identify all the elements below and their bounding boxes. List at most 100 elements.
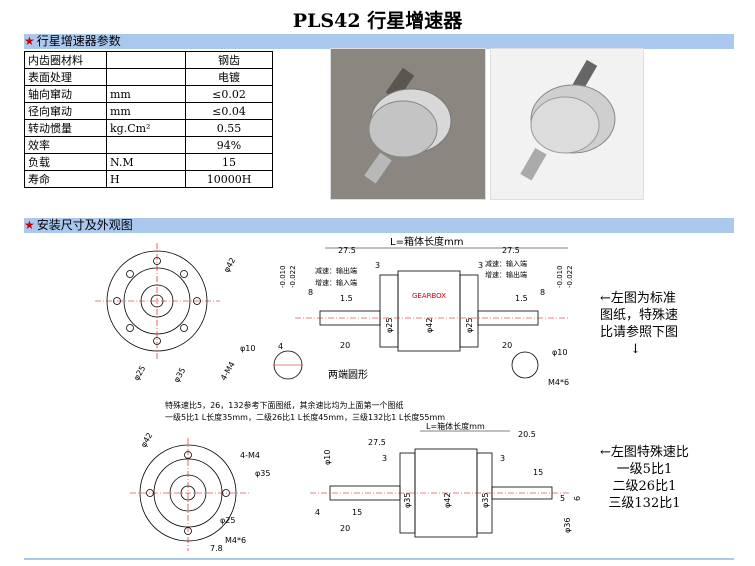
param-unit: mm [106, 85, 186, 103]
dim-phi36-bottom: φ36 [563, 518, 572, 533]
note-special: ←左图特殊速比 一级5比1 二级26比1 三级132比1 [600, 444, 689, 512]
dim-m4-bottom: 4-M4 [240, 451, 260, 460]
param-name: 表面处理 [24, 68, 107, 86]
dim-3-right: 3 [478, 261, 483, 270]
param-value: 钢齿 [185, 51, 273, 69]
dim-phi35-front: φ35 [172, 366, 188, 384]
dim-tol-right: -0.010 [556, 265, 564, 288]
both-round-label: 两端圆形 [328, 368, 368, 381]
section-dimensions-label: 安装尺寸及外观图 [36, 218, 133, 232]
star-icon: ★ [24, 218, 35, 232]
dim-length-top: L=箱体长度mm [390, 235, 463, 248]
param-unit [106, 68, 186, 86]
dim-phi25-side-left: φ25 [385, 318, 394, 333]
param-name: 径向窜动 [24, 102, 107, 120]
dim-phi10-right: φ10 [552, 348, 567, 357]
note-standard-line: 比请参照下图 [600, 325, 679, 340]
dim-phi42-bottom: φ42 [139, 431, 155, 449]
dimension-drawing: φ42 φ10 4-M4 φ25 φ35 两端圆形 4 GEARBOX L=箱体… [95, 235, 582, 553]
param-value: 15 [185, 153, 273, 171]
param-value: 94% [185, 136, 273, 154]
dim-1-5-left: 1.5 [340, 294, 353, 303]
section-params-label: 行星增速器参数 [36, 34, 121, 48]
dim-1-5-right: 1.5 [515, 294, 528, 303]
dim-20-right: 20 [502, 341, 512, 350]
param-name: 负载 [24, 153, 107, 171]
note-special-line: 一级5比1 [616, 462, 673, 477]
dim-6-bottom: 6 [573, 496, 582, 501]
param-unit: kg.Cm² [106, 119, 186, 137]
dim-phi10-tol-left: -0.022 [289, 265, 297, 288]
param-value: ≤0.04 [185, 102, 273, 120]
dim-15-bottom: 15 [533, 468, 543, 477]
dim-3-left: 3 [375, 261, 380, 270]
section-dimensions-header: ★安装尺寸及外观图 [24, 218, 734, 233]
note-special-line: 二级26比1 [612, 479, 677, 494]
param-name: 寿命 [24, 170, 107, 188]
param-name: 效率 [24, 136, 107, 154]
param-value: ≤0.02 [185, 85, 273, 103]
special-ratio-lengths: 一级5比1 L长度35mm，二级26比1 L长度45mm，三级132比1 L长度… [165, 412, 445, 422]
dim-phi35-side-bottom-2: φ35 [481, 493, 490, 508]
dim-phi35-bottom: φ35 [255, 469, 270, 478]
note-special-line: 三级132比1 [608, 496, 681, 511]
dim-20-bottom: 20 [340, 524, 350, 533]
reduce-in-label: 减速：输入端 [485, 259, 527, 268]
dim-phi42-front: φ42 [222, 256, 238, 274]
param-unit [106, 51, 186, 69]
dim-8-right: 8 [540, 288, 545, 297]
param-name: 轴向窜动 [24, 85, 107, 103]
dim-3-bottom-left: 3 [382, 454, 387, 463]
reduce-out-label: 减速：输出端 [315, 266, 357, 275]
note-standard: ←左图为标准 图纸，特殊速 比请参照下图 ↓ [600, 290, 678, 358]
page-title: PLS42 行星增速器 [292, 10, 463, 32]
dim-phi25-side-right: φ25 [465, 318, 474, 333]
increase-out-label: 增速：输出端 [485, 270, 527, 279]
param-value: 0.55 [185, 119, 273, 137]
dim-phi10-bottom: φ10 [323, 450, 332, 465]
dim-8-left: 8 [308, 288, 313, 297]
param-value: 10000H [185, 170, 273, 188]
product-photo-2 [490, 48, 644, 200]
dim-length-bottom: L=箱体长度mm [426, 421, 485, 431]
param-row: 表面处理 电镀 [24, 68, 273, 86]
dim-15-bottom-left: 15 [352, 508, 362, 517]
param-unit [106, 136, 186, 154]
special-ratio-note: 特殊速比5，26，132参考下面图纸，其余速比均为上面第一个图纸 [165, 400, 404, 410]
star-icon: ★ [24, 34, 35, 48]
dim-phi35-side-bottom: φ35 [403, 493, 412, 508]
dim-phi10-tol-right: -0.022 [566, 265, 574, 288]
product-photo-1 [330, 48, 486, 200]
param-unit: H [106, 170, 186, 188]
dim-phi10-front: φ10 [240, 344, 255, 353]
param-name: 内齿圈材料 [24, 51, 107, 69]
note-special-line: ←左图特殊速比 [600, 445, 689, 460]
dim-m4x6-bottom: M4*6 [225, 536, 246, 545]
note-standard-line: 图纸，特殊速 [600, 308, 679, 323]
dim-7-8: 7.8 [210, 544, 223, 553]
section-params-header: ★行星增速器参数 [24, 34, 734, 49]
dim-m4-front: 4-M4 [219, 360, 237, 382]
dim-4-left: 4 [278, 342, 283, 351]
param-value: 电镀 [185, 68, 273, 86]
dim-27-5-bottom: 27.5 [368, 438, 386, 447]
dim-phi42-side-bottom: φ42 [443, 493, 452, 508]
param-unit: N.M [106, 153, 186, 171]
param-row: 内齿圈材料 钢齿 [24, 51, 273, 69]
down-arrow-icon: ↓ [630, 342, 641, 357]
dim-20-left: 20 [340, 341, 350, 350]
increase-in-label: 增速：输入端 [315, 278, 357, 287]
note-standard-line: ←左图为标准 [600, 291, 676, 306]
gearbox-label: GEARBOX [412, 292, 446, 300]
dim-phi25-bottom: φ25 [220, 516, 235, 525]
dim-27-5-top-right: 27.5 [502, 246, 520, 255]
dim-m4x6-top: M4*6 [548, 378, 569, 387]
dim-phi25-front: φ25 [132, 364, 148, 382]
param-row: 效率 94% [24, 136, 273, 154]
